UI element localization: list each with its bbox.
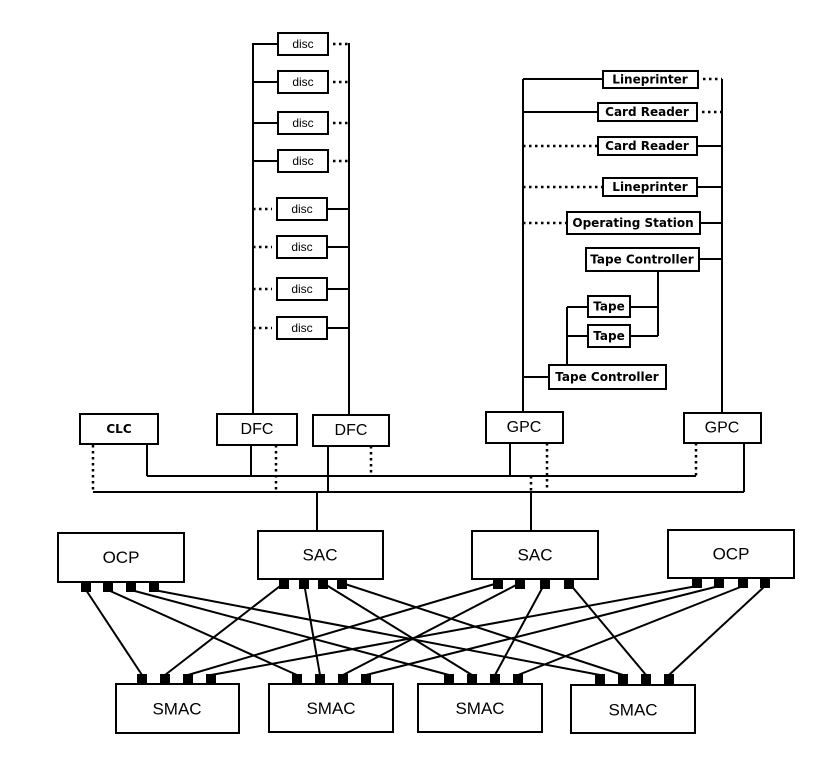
disc-8: disc <box>276 316 328 340</box>
svg-text:Card Reader: Card Reader <box>605 105 689 119</box>
processors: OCP SAC SAC OCP <box>57 529 795 592</box>
ocp-processor-2: OCP <box>667 529 795 588</box>
svg-text:disc: disc <box>292 154 313 168</box>
svg-text:SAC: SAC <box>518 546 553 565</box>
svg-text:GPC: GPC <box>705 420 740 437</box>
gpc-controller-2: GPC <box>683 412 762 444</box>
svg-text:Tape: Tape <box>593 329 624 343</box>
sac-processor-2: SAC <box>471 530 599 589</box>
svg-text:disc: disc <box>292 75 313 89</box>
svg-text:disc: disc <box>292 116 313 130</box>
smac-memory-4: SMAC <box>570 674 696 734</box>
disc-6: disc <box>276 235 328 259</box>
svg-text:Tape Controller: Tape Controller <box>590 253 694 267</box>
svg-text:Tape Controller: Tape Controller <box>555 370 659 384</box>
connections <box>85 42 766 676</box>
svg-text:Card Reader: Card Reader <box>605 139 689 153</box>
peripherals: Lineprinter Card Reader Card Reader Line… <box>548 70 701 390</box>
sac-processor-1: SAC <box>257 530 384 589</box>
svg-text:OCP: OCP <box>103 548 140 567</box>
operating-station: Operating Station <box>566 211 701 235</box>
tape-2: Tape <box>587 324 631 348</box>
ocp-processor-1: OCP <box>57 532 185 592</box>
svg-text:Lineprinter: Lineprinter <box>612 180 687 194</box>
memory-modules: SMAC SMAC SMAC SMAC <box>115 674 696 734</box>
tape-1: Tape <box>587 295 631 318</box>
dfc-controller-2: DFC <box>312 414 390 447</box>
smac-memory-1: SMAC <box>115 674 240 734</box>
svg-text:disc: disc <box>292 37 313 51</box>
card-reader-2: Card Reader <box>597 136 698 156</box>
svg-text:disc: disc <box>291 321 312 335</box>
svg-text:DFC: DFC <box>335 422 368 439</box>
crossbar-links <box>85 582 766 676</box>
lineprinter-1: Lineprinter <box>602 70 699 89</box>
svg-text:disc: disc <box>291 202 312 216</box>
tape-controller-2: Tape Controller <box>548 364 667 390</box>
svg-text:Lineprinter: Lineprinter <box>612 73 687 87</box>
svg-text:SMAC: SMAC <box>306 699 355 718</box>
svg-text:disc: disc <box>291 240 312 254</box>
svg-text:CLC: CLC <box>106 422 131 436</box>
svg-text:SMAC: SMAC <box>152 700 201 719</box>
disc-2: disc <box>277 70 329 94</box>
disc-units: disc disc disc disc disc disc disc disc <box>276 32 329 340</box>
dfc-controller-1: DFC <box>216 413 298 446</box>
disc-5: disc <box>276 197 328 221</box>
clc-controller: CLC <box>79 413 159 445</box>
svg-text:SMAC: SMAC <box>608 701 657 720</box>
lineprinter-2: Lineprinter <box>602 177 698 197</box>
svg-text:DFC: DFC <box>241 421 274 438</box>
controllers: CLC DFC DFC GPC GPC <box>79 411 762 447</box>
disc-7: disc <box>276 277 328 301</box>
disc-3: disc <box>277 111 329 135</box>
svg-text:disc: disc <box>291 282 312 296</box>
svg-text:Operating Station: Operating Station <box>572 216 693 230</box>
tape-controller-1: Tape Controller <box>585 247 700 272</box>
gpc-controller-1: GPC <box>485 411 564 444</box>
svg-text:SMAC: SMAC <box>455 699 504 718</box>
svg-text:OCP: OCP <box>713 545 750 564</box>
svg-text:Tape: Tape <box>593 300 624 314</box>
smac-memory-2: SMAC <box>268 674 394 733</box>
svg-text:GPC: GPC <box>507 419 542 436</box>
card-reader-1: Card Reader <box>597 102 698 122</box>
smac-memory-3: SMAC <box>417 674 543 733</box>
svg-text:SAC: SAC <box>303 546 338 565</box>
disc-1: disc <box>277 32 329 56</box>
disc-4: disc <box>277 149 329 173</box>
